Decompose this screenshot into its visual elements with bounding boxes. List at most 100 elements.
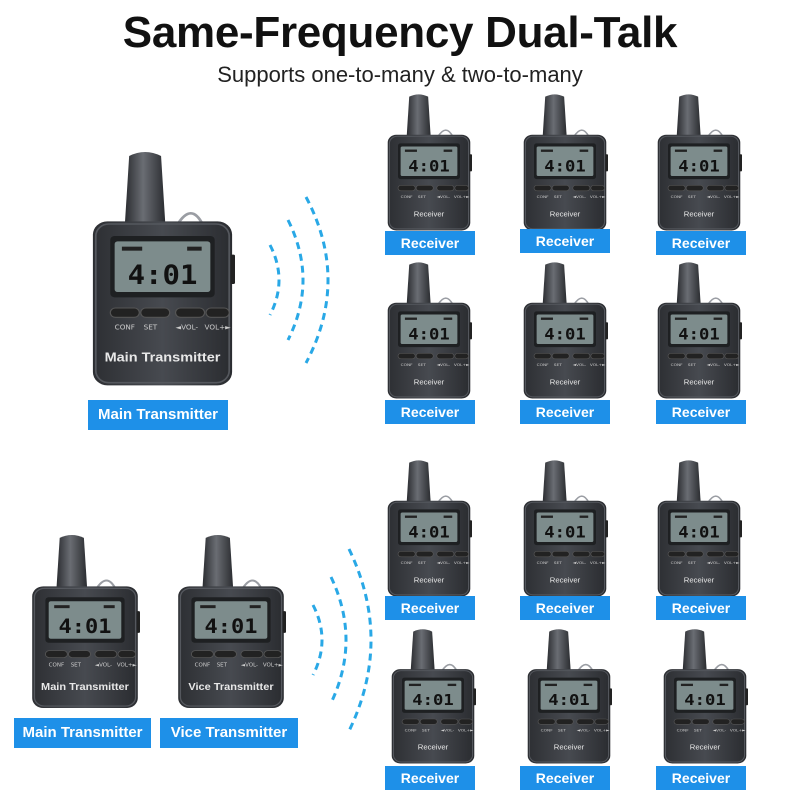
antenna <box>406 262 431 306</box>
svg-text:SET: SET <box>694 728 703 733</box>
receiver-device: 4:01 CONF SET ◄VOL- VOL+► Receiver <box>386 92 472 232</box>
svg-text:SET: SET <box>688 560 697 565</box>
svg-text:CONF: CONF <box>537 560 550 565</box>
svg-text:VOL+►: VOL+► <box>263 663 283 669</box>
svg-text:◄VOL-: ◄VOL- <box>707 194 721 199</box>
svg-text:SET: SET <box>688 362 697 367</box>
svg-text:CONF: CONF <box>401 362 414 367</box>
lcd-time: 4:01 <box>544 325 586 343</box>
svg-text:CONF: CONF <box>671 194 684 199</box>
device-label: Receiver <box>684 210 715 219</box>
svg-text:SET: SET <box>71 663 82 669</box>
device-label: Receiver <box>414 210 445 219</box>
svg-text:SET: SET <box>688 194 697 199</box>
receiver-device: 4:01 CONF SET ◄VOL- VOL+► Receiver <box>522 260 608 400</box>
svg-text:◄VOL-: ◄VOL- <box>573 362 587 367</box>
device-label: Main Transmitter <box>41 683 129 693</box>
device-illustration: 4:01 CONF SET ◄VOL- VOL+► Receiver <box>523 460 608 597</box>
lcd-time: 4:01 <box>205 615 258 638</box>
receiver-tag: Receiver <box>520 229 610 253</box>
antenna <box>410 629 435 672</box>
lcd-time: 4:01 <box>408 157 450 175</box>
antenna <box>546 629 571 672</box>
svg-text:VOL+►: VOL+► <box>590 194 606 199</box>
svg-text:CONF: CONF <box>115 324 135 332</box>
svg-text:SET: SET <box>418 560 427 565</box>
receiver-tag: Receiver <box>385 766 475 790</box>
device-illustration: 4:01 CONF SET ◄VOL- VOL+► Receiver <box>387 262 472 399</box>
svg-text:◄VOL-: ◄VOL- <box>441 728 455 733</box>
device-label: Receiver <box>684 576 715 585</box>
device-illustration: 4:01 CONF SET ◄VOL- VOL+► Vice Transmitt… <box>178 534 286 709</box>
antenna <box>406 94 431 138</box>
vice-transmitter-device: 4:01 CONF SET ◄VOL- VOL+► Vice Transmitt… <box>176 532 286 710</box>
lcd-time: 4:01 <box>678 157 720 175</box>
signal-waves-top <box>268 196 330 364</box>
svg-text:SET: SET <box>422 728 431 733</box>
svg-text:CONF: CONF <box>541 728 554 733</box>
svg-text:SET: SET <box>554 362 563 367</box>
receiver-tag: Receiver <box>656 596 746 620</box>
device-label: Vice Transmitter <box>188 683 273 693</box>
receiver-device: 4:01 CONF SET ◄VOL- VOL+► Receiver <box>656 458 742 598</box>
svg-text:VOL+►: VOL+► <box>458 728 474 733</box>
lcd-time: 4:01 <box>548 691 590 709</box>
svg-text:◄VOL-: ◄VOL- <box>577 728 591 733</box>
antenna <box>542 262 567 306</box>
svg-text:SET: SET <box>418 194 427 199</box>
svg-text:◄VOL-: ◄VOL- <box>437 560 451 565</box>
lcd-time: 4:01 <box>678 325 720 343</box>
receiver-device: 4:01 CONF SET ◄VOL- VOL+► Receiver <box>662 627 748 765</box>
device-illustration: 4:01 CONF SET ◄VOL- VOL+► Receiver <box>523 94 608 231</box>
device-label: Receiver <box>550 210 581 219</box>
svg-text:CONF: CONF <box>401 194 414 199</box>
device-illustration: 4:01 CONF SET ◄VOL- VOL+► Receiver <box>657 460 742 597</box>
main-transmitter-device: 4:01 CONF SET ◄VOL- VOL+► Main Transmitt… <box>90 148 235 388</box>
device-label: Receiver <box>684 378 715 387</box>
antenna <box>676 262 701 306</box>
receiver-tag: Receiver <box>385 400 475 424</box>
svg-text:CONF: CONF <box>401 560 414 565</box>
receiver-tag: Receiver <box>656 231 746 255</box>
svg-text:CONF: CONF <box>677 728 690 733</box>
device-illustration: 4:01 CONF SET ◄VOL- VOL+► Receiver <box>527 629 612 764</box>
svg-text:VOL+►: VOL+► <box>724 362 740 367</box>
receiver-device: 4:01 CONF SET ◄VOL- VOL+► Receiver <box>522 458 608 598</box>
antenna <box>202 534 234 590</box>
receiver-tag: Receiver <box>385 596 475 620</box>
svg-text:◄VOL-: ◄VOL- <box>176 324 199 332</box>
receiver-device: 4:01 CONF SET ◄VOL- VOL+► Receiver <box>656 260 742 400</box>
device-label: Receiver <box>554 743 585 751</box>
svg-text:VOL+►: VOL+► <box>590 560 606 565</box>
signal-waves-bottom <box>311 548 373 732</box>
device-label: Receiver <box>550 378 581 387</box>
receiver-tag: Receiver <box>385 231 475 255</box>
antenna <box>406 460 431 504</box>
receiver-device: 4:01 CONF SET ◄VOL- VOL+► Receiver <box>386 458 472 598</box>
device-illustration: 4:01 CONF SET ◄VOL- VOL+► Receiver <box>387 94 472 231</box>
svg-text:CONF: CONF <box>537 194 550 199</box>
device-label: Receiver <box>418 743 449 751</box>
svg-text:CONF: CONF <box>195 663 210 669</box>
lcd-time: 4:01 <box>544 523 586 541</box>
svg-text:◄VOL-: ◄VOL- <box>95 663 112 669</box>
svg-text:VOL+►: VOL+► <box>730 728 746 733</box>
svg-text:SET: SET <box>554 560 563 565</box>
antenna <box>124 152 166 226</box>
device-illustration: 4:01 CONF SET ◄VOL- VOL+► Main Transmitt… <box>32 534 140 709</box>
svg-text:◄VOL-: ◄VOL- <box>713 728 727 733</box>
receiver-device: 4:01 CONF SET ◄VOL- VOL+► Receiver <box>390 627 476 765</box>
svg-text:CONF: CONF <box>671 362 684 367</box>
receiver-tag: Receiver <box>656 400 746 424</box>
receiver-device: 4:01 CONF SET ◄VOL- VOL+► Receiver <box>526 627 612 765</box>
antenna <box>56 534 88 590</box>
lcd-time: 4:01 <box>678 523 720 541</box>
device-illustration: 4:01 CONF SET ◄VOL- VOL+► Receiver <box>663 629 748 764</box>
svg-text:◄VOL-: ◄VOL- <box>707 362 721 367</box>
svg-text:◄VOL-: ◄VOL- <box>437 194 451 199</box>
svg-text:SET: SET <box>558 728 567 733</box>
device-label: Receiver <box>550 576 581 585</box>
antenna <box>542 94 567 138</box>
svg-text:VOL+►: VOL+► <box>724 560 740 565</box>
lcd-time: 4:01 <box>408 325 450 343</box>
